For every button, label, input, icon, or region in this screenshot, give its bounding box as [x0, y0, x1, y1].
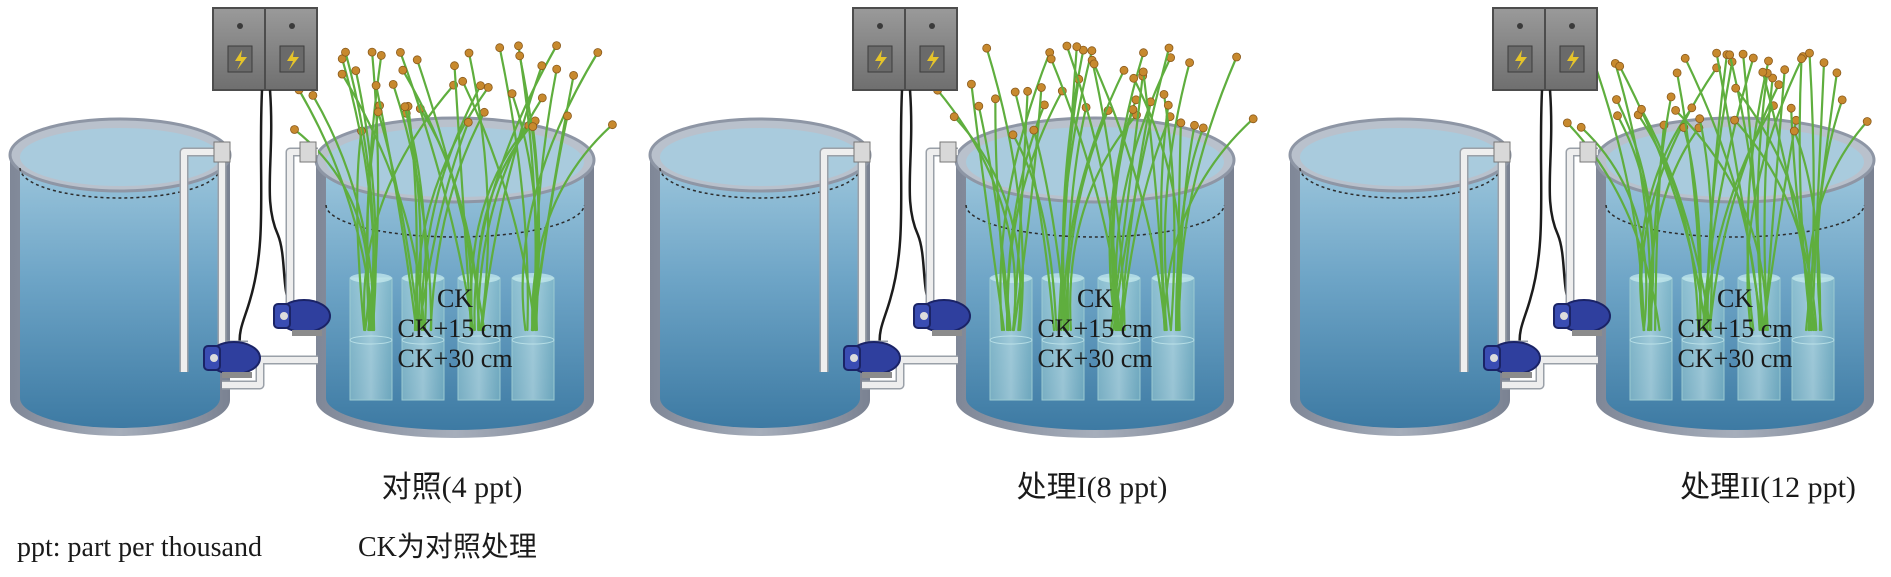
pot-3 [1737, 273, 1781, 401]
depth-label: CK [1717, 284, 1753, 313]
reservoir-tank [8, 117, 232, 436]
ck-footnote: CK为对照处理 [358, 531, 537, 563]
control-box [852, 7, 958, 91]
lightning-icon [875, 50, 887, 70]
power-cable [1548, 89, 1572, 306]
lightning-icon [287, 50, 299, 70]
power-cable [268, 89, 292, 306]
depth-label: CK+15 cm [1677, 314, 1792, 343]
lightning-icon [927, 50, 939, 70]
valve [299, 141, 317, 163]
pot-1 [1629, 273, 1673, 401]
reed-plants [290, 41, 617, 332]
depth-label: CK+30 cm [1037, 344, 1152, 373]
control-box [212, 7, 318, 91]
depth-label: CK+30 cm [1677, 344, 1792, 373]
pump-lower [203, 341, 261, 378]
power-cable [878, 89, 904, 346]
depth-label: CK+30 cm [397, 344, 512, 373]
reservoir-tank [648, 117, 872, 436]
pump-upper [913, 299, 971, 336]
reed-plants [933, 41, 1258, 332]
depth-label: CK+15 cm [397, 314, 512, 343]
depth-label: CK+15 cm [1037, 314, 1152, 343]
pot-2 [1681, 273, 1725, 401]
valve [213, 141, 231, 163]
pump-upper [273, 299, 331, 336]
lightning-icon [235, 50, 247, 70]
depth-label: CK [1077, 284, 1113, 313]
depth-label: CK [437, 284, 473, 313]
ppt-footnote: ppt: part per thousand [17, 532, 262, 563]
plant-tank [933, 41, 1258, 438]
control-box [1492, 7, 1598, 91]
pot-1 [989, 273, 1033, 401]
lightning-icon [1567, 50, 1579, 70]
plant-tank [290, 41, 617, 438]
plant-tank [1562, 48, 1876, 438]
pump-upper [1553, 299, 1611, 336]
valve [1579, 141, 1597, 163]
power-cable [238, 89, 264, 346]
plant-pots [1629, 273, 1835, 401]
power-cable [908, 89, 932, 306]
valve [853, 141, 871, 163]
valve [1493, 141, 1511, 163]
pump-lower [1483, 341, 1541, 378]
setup-caption: 处理II(12 ppt) [1680, 471, 1856, 504]
reservoir-tank [1288, 117, 1512, 436]
setup-caption: 对照(4 ppt) [382, 471, 523, 504]
lightning-icon [1515, 50, 1527, 70]
setup-caption: 处理I(8 ppt) [1017, 471, 1168, 504]
pump-lower [843, 341, 901, 378]
reed-plants [1562, 48, 1872, 332]
valve [939, 141, 957, 163]
power-cable [1518, 89, 1544, 346]
